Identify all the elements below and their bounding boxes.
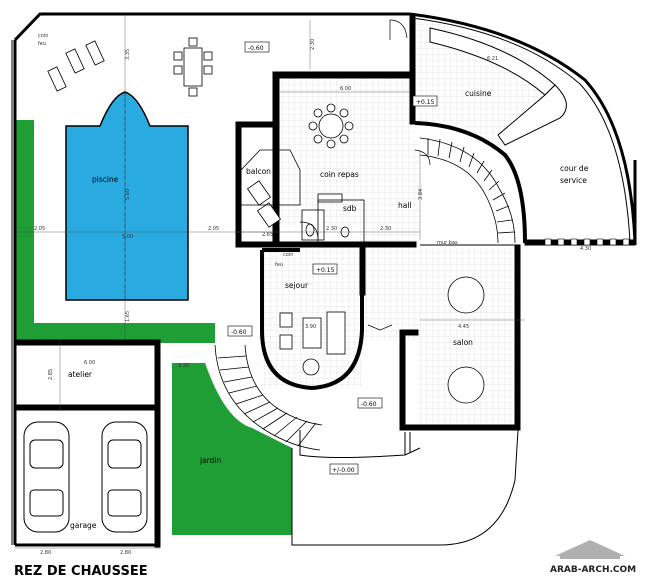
walls — [11, 12, 637, 548]
dim-d10: 2.80 — [120, 550, 131, 556]
level-l5: -0.60 — [361, 401, 377, 408]
label-coin-feu-2a: coin — [283, 252, 293, 258]
label-hall: hall — [398, 201, 412, 210]
label-mur-bas: mur bas — [437, 240, 458, 246]
dim-d3: 2.05 — [208, 226, 219, 232]
dining-table — [308, 103, 354, 149]
dim-d7: 6.21 — [487, 56, 498, 62]
dimension-lines — [15, 14, 525, 549]
outdoor-dining-table — [173, 37, 213, 97]
dim-d6: 6.00 — [340, 86, 351, 92]
dim-d18: 2.30 — [310, 39, 316, 50]
salon-tables — [447, 276, 485, 404]
level-markers — [227, 41, 438, 475]
garden-jardin — [172, 363, 292, 535]
dim-d20: 2.65 — [262, 232, 273, 238]
dim-d19: 1.65 — [125, 311, 131, 322]
label-atelier: atelier — [68, 370, 93, 379]
level-l3: +0.15 — [316, 267, 335, 274]
garden-strip-left — [15, 120, 34, 342]
living-sofas — [279, 311, 346, 376]
label-salon: salon — [453, 338, 473, 347]
dim-d4: 2.30 — [326, 226, 337, 232]
dim-d1: 2.05 — [34, 226, 45, 232]
dim-d2: 5.00 — [122, 234, 133, 240]
garden-strip-bottom — [15, 323, 215, 343]
level-l6: +/-0.00 — [332, 467, 355, 474]
dim-d12: 5.60 — [125, 189, 131, 200]
garage-cars — [23, 421, 148, 533]
dim-d17: 3.35 — [125, 49, 131, 60]
label-sdb: sdb — [343, 204, 357, 213]
label-sejour: sejour — [285, 281, 309, 290]
dim-d11: 2.85 — [48, 369, 54, 380]
dim-d13: 4.45 — [458, 324, 469, 330]
tile-hall — [360, 140, 420, 340]
level-l2: +0.15 — [416, 99, 435, 106]
dim-d5: 2.30 — [380, 226, 391, 232]
stair-hall — [419, 137, 516, 244]
bathroom-fixtures — [301, 193, 365, 243]
dim-d16: 3.84 — [418, 189, 424, 200]
label-piscine: piscine — [92, 175, 119, 184]
watermark-text: ARAB-ARCH.COM — [550, 565, 636, 575]
doors — [299, 19, 431, 331]
label-service: service — [560, 176, 587, 185]
label-cuisine: cuisine — [465, 89, 492, 98]
label-jardin: jardin — [199, 456, 221, 465]
dim-d15: 3.30 — [178, 363, 189, 369]
level-l1: -0.60 — [248, 45, 264, 52]
dim-d9: 2.80 — [40, 550, 51, 556]
watermark-logo — [555, 540, 625, 559]
dim-d21: 4.30 — [580, 246, 591, 252]
label-coin-feu-1b: feu — [38, 41, 46, 47]
dim-d8: 6.00 — [84, 360, 95, 366]
label-garage: garage — [70, 521, 97, 530]
label-coin-repas: coin repas — [320, 170, 359, 179]
level-l4: -0.60 — [231, 329, 247, 336]
label-balcon: balcon — [246, 167, 271, 176]
kitchen-counter-2 — [497, 84, 567, 146]
front-steps — [291, 429, 519, 546]
label-coin-feu-1a: coin — [38, 33, 48, 39]
sun-loungers — [47, 40, 105, 92]
plan-title: REZ DE CHAUSSEE — [14, 564, 148, 579]
balcony-furniture — [240, 149, 301, 228]
dim-d14: 3.90 — [305, 324, 316, 330]
cour-tiles — [544, 238, 630, 246]
label-coin-feu-2b: feu — [275, 262, 283, 268]
label-cour-de: cour de — [560, 164, 589, 173]
